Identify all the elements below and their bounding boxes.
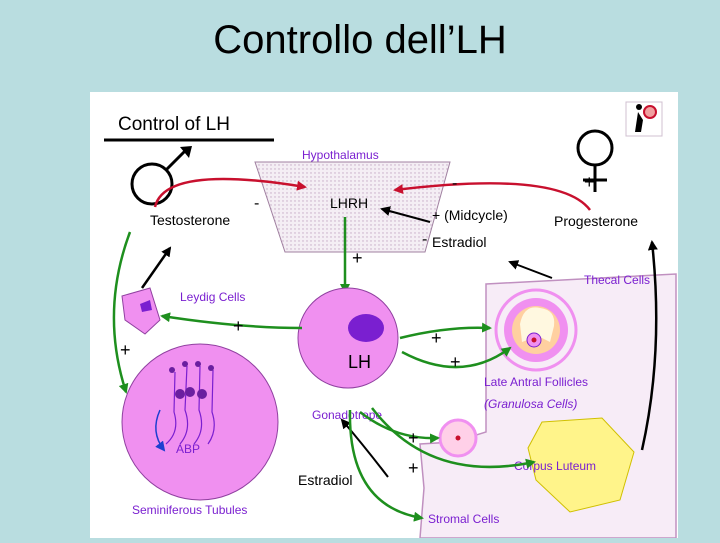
minus-estradiol: - (422, 231, 427, 248)
thecal-label: Thecal Cells (584, 273, 650, 287)
slide-title: Controllo dell’LH (213, 18, 507, 62)
male-symbol-icon (130, 146, 192, 206)
follicle-oocyte-nucleus (531, 337, 537, 343)
plus-follicle: + (450, 352, 461, 372)
corpus-luteum-label: Corpus Luteum (514, 459, 596, 473)
abp-label: ABP (176, 442, 200, 456)
progesterone-label: Progesterone (554, 213, 638, 229)
lh-to-corpus-luteum-arrow (371, 407, 536, 469)
thecal-to-estradiol-arrow (508, 260, 553, 279)
midcycle-label: + (Midcycle) (432, 207, 508, 223)
testosterone-label: Testosterone (150, 212, 230, 228)
plus-thecal: + (431, 328, 442, 348)
seminiferous-tubule (121, 343, 279, 501)
minus-progesterone: - (452, 175, 457, 192)
gonadotrope-nucleus (348, 314, 384, 342)
seminiferous-label: Seminiferous Tubules (132, 503, 247, 517)
leydig-nucleus (140, 300, 152, 312)
gonadotrope-label: Gonadotrope (312, 408, 382, 422)
stromal-label: Stromal Cells (428, 512, 499, 526)
follicle-antrum (520, 307, 555, 342)
granulosa-label: (Granulosa Cells) (484, 397, 577, 411)
corner-logo-icon (625, 101, 663, 137)
small-follicle-oocyte (455, 435, 461, 441)
sertoli-cells-icon (165, 365, 215, 445)
minus-testosterone: - (254, 195, 259, 212)
late-antral-label: Late Antral Follicles (484, 375, 588, 389)
testosterone-negative-feedback-arrow (153, 177, 307, 208)
leydig-cell (121, 287, 161, 335)
plus-small-follicle: + (408, 428, 419, 448)
lh-to-thecal-arrow (399, 322, 492, 340)
plus-tubules: + (120, 340, 131, 360)
lh-to-leydig-arrow (160, 312, 303, 330)
gonadotrope-cell (297, 287, 399, 389)
spermatid-cluster-icon (169, 361, 214, 399)
corpus-luteum (527, 417, 635, 513)
diagram-heading: Control of LH (118, 114, 230, 135)
progesterone-negative-feedback-arrow (393, 182, 591, 211)
estradiol-female-label: Estradiol (432, 234, 486, 250)
leydig-to-testosterone-arrow (140, 246, 172, 289)
estradiol-to-gonadotrope-arrow (340, 418, 389, 478)
lh-to-stromal-arrow (348, 409, 424, 522)
female-symbol-icon (576, 129, 614, 192)
estradiol-feedback-arrow (380, 206, 431, 223)
lh-to-small-follicle-arrow (359, 411, 440, 444)
plus-leydig: + (233, 316, 244, 336)
lh-label: LH (348, 352, 371, 372)
luteum-to-progesterone-arrow (640, 240, 658, 451)
estradiol-male-label: Estradiol (298, 472, 352, 488)
plus-lhrh: + (352, 248, 363, 268)
lhrh-label: LHRH (330, 195, 368, 211)
plus-progesterone: + (584, 172, 595, 192)
lh-to-follicle-arrow (401, 346, 512, 369)
plus-corpus-luteum: + (408, 458, 419, 478)
leydig-label: Leydig Cells (180, 290, 245, 304)
testosterone-to-tubules-arrow (112, 231, 132, 394)
abp-arrow (155, 409, 166, 452)
hypothalamus-label: Hypothalamus (302, 148, 379, 162)
lh-control-diagram: Control of LH Hypothalamus LHRH - - + + … (90, 92, 678, 539)
